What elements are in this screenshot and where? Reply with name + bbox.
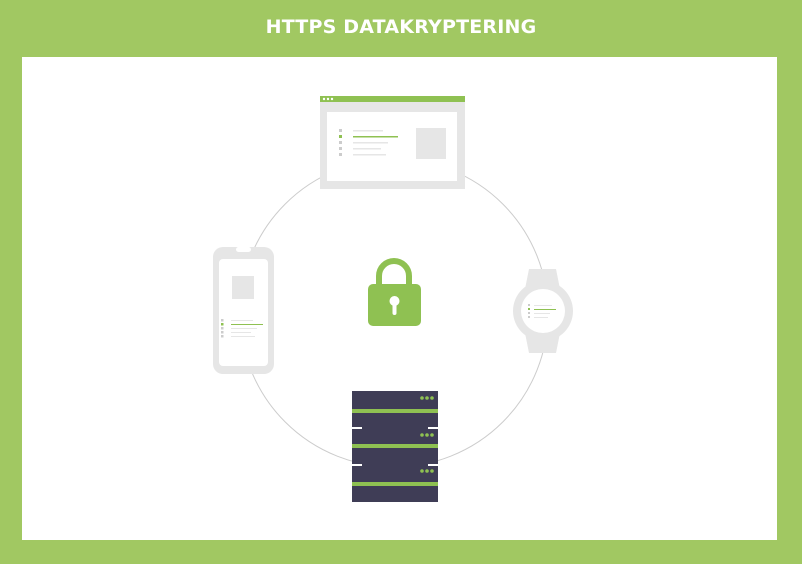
server-rack-icon: [352, 391, 438, 502]
diagram-panel: [22, 57, 777, 540]
diagram-title: HTTPS DATAKRYPTERING: [265, 16, 537, 38]
smartwatch-icon: [513, 269, 573, 353]
padlock-icon: [368, 258, 421, 326]
smartphone-icon: [213, 247, 274, 374]
encryption-diagram: [213, 96, 573, 502]
browser-window-icon: [320, 96, 465, 189]
